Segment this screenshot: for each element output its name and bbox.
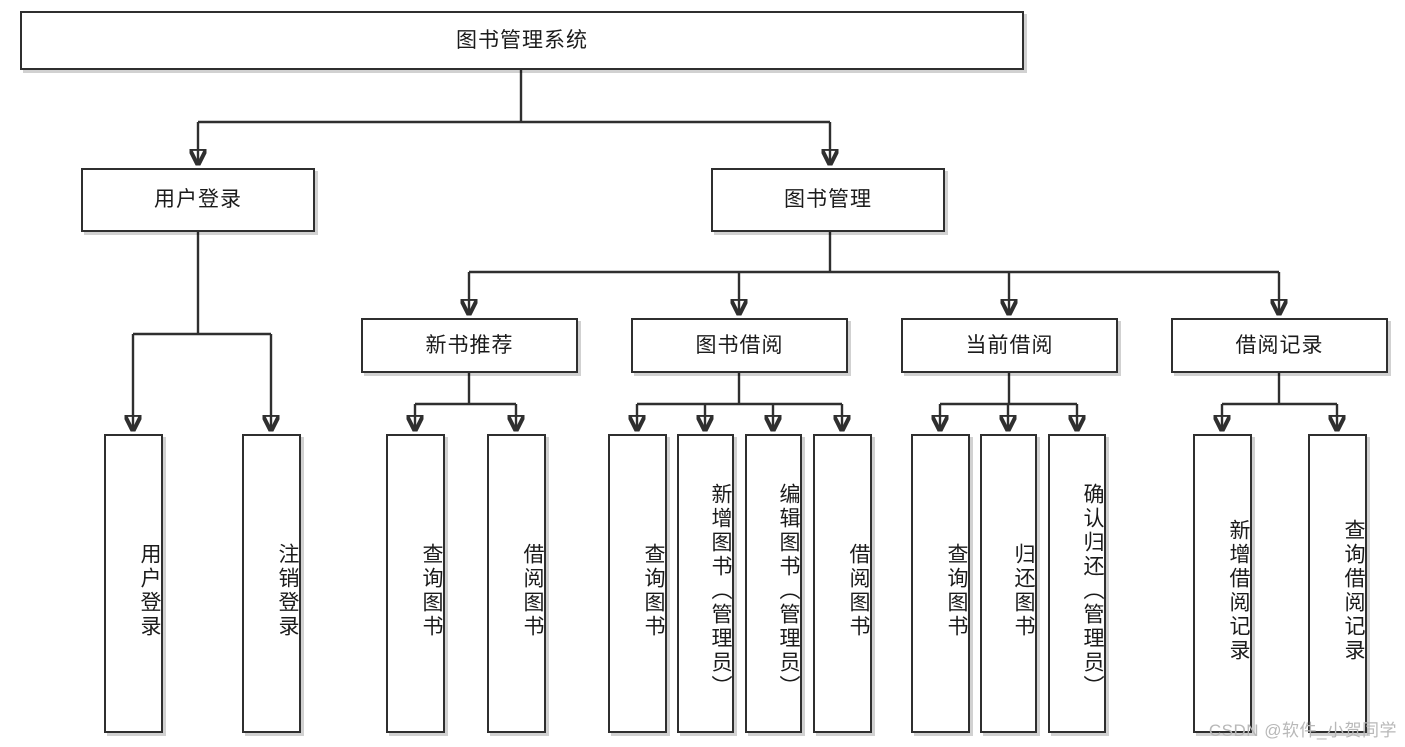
leaf-borrow-book-2[interactable]: 借阅图书 bbox=[813, 434, 872, 733]
leaf-borrow-book-2-label: 借阅图书 bbox=[847, 542, 870, 639]
node-new-book-rec-label: 新书推荐 bbox=[425, 333, 514, 357]
leaf-query-book-2[interactable]: 查询图书 bbox=[608, 434, 667, 733]
leaf-query-record-label: 查询借阅记录 bbox=[1342, 518, 1365, 663]
node-user-login-label: 用户登录 bbox=[154, 188, 242, 212]
node-borrow-record[interactable]: 借阅记录 bbox=[1171, 318, 1388, 373]
leaf-query-book-1-label: 查询图书 bbox=[420, 542, 443, 639]
leaf-query-book-1[interactable]: 查询图书 bbox=[386, 434, 445, 733]
leaf-borrow-book-1[interactable]: 借阅图书 bbox=[487, 434, 546, 733]
leaf-logout-label: 注销登录 bbox=[276, 542, 299, 639]
leaf-confirm-return-label: 确认归还（管理员） bbox=[1081, 482, 1104, 699]
node-root-system[interactable]: 图书管理系统 bbox=[20, 11, 1024, 70]
leaf-query-book-3[interactable]: 查询图书 bbox=[911, 434, 970, 733]
leaf-return-book-label: 归还图书 bbox=[1012, 542, 1035, 639]
leaf-user-login-label: 用户登录 bbox=[138, 542, 161, 639]
leaf-query-book-3-label: 查询图书 bbox=[945, 542, 968, 639]
node-borrow-record-label: 借阅记录 bbox=[1235, 333, 1324, 357]
leaf-return-book[interactable]: 归还图书 bbox=[980, 434, 1037, 733]
leaf-query-book-2-label: 查询图书 bbox=[642, 542, 665, 639]
node-book-manage-label: 图书管理 bbox=[784, 188, 872, 212]
leaf-edit-book-label: 编辑图书（管理员） bbox=[777, 482, 800, 699]
leaf-add-record[interactable]: 新增借阅记录 bbox=[1193, 434, 1252, 733]
leaf-add-record-label: 新增借阅记录 bbox=[1227, 518, 1250, 663]
leaf-user-login[interactable]: 用户登录 bbox=[104, 434, 163, 733]
leaf-logout[interactable]: 注销登录 bbox=[242, 434, 301, 733]
node-book-manage[interactable]: 图书管理 bbox=[711, 168, 945, 232]
node-user-login[interactable]: 用户登录 bbox=[81, 168, 315, 232]
node-book-borrow-label: 图书借阅 bbox=[695, 333, 784, 357]
leaf-add-book[interactable]: 新增图书（管理员） bbox=[677, 434, 734, 733]
node-new-book-rec[interactable]: 新书推荐 bbox=[361, 318, 578, 373]
leaf-query-record[interactable]: 查询借阅记录 bbox=[1308, 434, 1367, 733]
leaf-borrow-book-1-label: 借阅图书 bbox=[521, 542, 544, 639]
leaf-add-book-label: 新增图书（管理员） bbox=[709, 482, 732, 699]
leaf-confirm-return[interactable]: 确认归还（管理员） bbox=[1048, 434, 1106, 733]
csdn-watermark: CSDN @软件_小贺同学 bbox=[1208, 721, 1397, 740]
leaf-edit-book[interactable]: 编辑图书（管理员） bbox=[745, 434, 802, 733]
node-current-borrow[interactable]: 当前借阅 bbox=[901, 318, 1118, 373]
node-root-system-label: 图书管理系统 bbox=[456, 28, 588, 52]
node-book-borrow[interactable]: 图书借阅 bbox=[631, 318, 848, 373]
node-current-borrow-label: 当前借阅 bbox=[965, 333, 1054, 357]
